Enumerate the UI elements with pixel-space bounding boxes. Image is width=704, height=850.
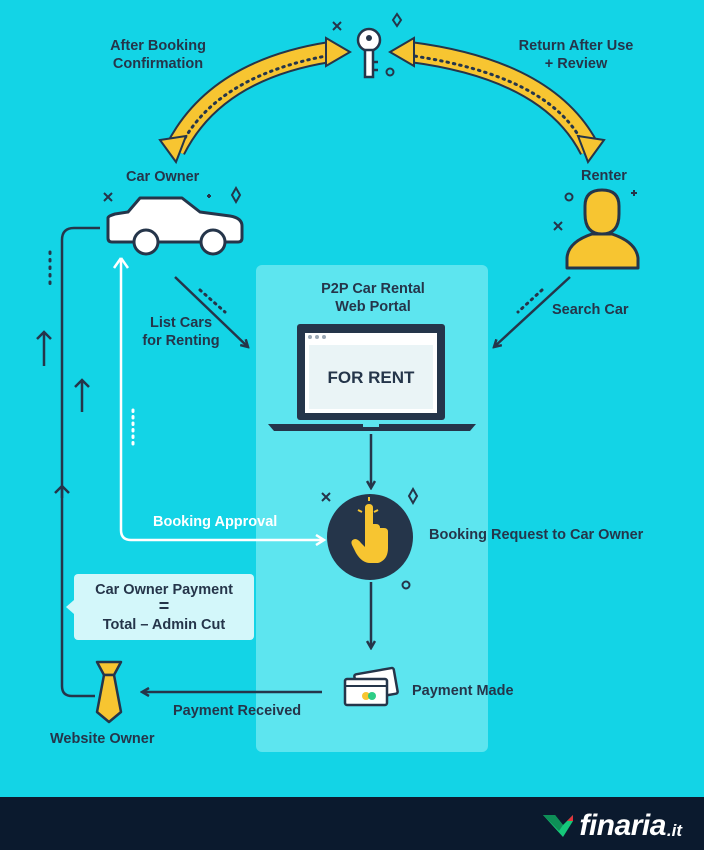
label-car-owner: Car Owner <box>126 169 200 185</box>
portal-title: P2P Car Rental Web Portal <box>321 281 425 315</box>
key-icon <box>356 27 382 79</box>
arc-after-booking <box>158 36 352 165</box>
diagram-canvas: After Booking Confirmation Return After … <box>0 0 704 797</box>
label-payment-received: Payment Received <box>173 703 302 719</box>
sparkle-icon <box>332 12 403 77</box>
tie-icon <box>95 660 123 724</box>
brand-logo[interactable]: finaria .it <box>541 809 682 842</box>
arrow-list-cars <box>174 276 248 347</box>
label-after-booking: After Booking Confirmation <box>110 38 206 72</box>
label-renter: Renter <box>581 168 627 184</box>
payment-formula-line3: Total – Admin Cut <box>102 617 226 633</box>
sparkle-icon <box>321 486 419 590</box>
payment-formula-line2: = <box>158 596 170 616</box>
hand-tap-icon <box>327 494 413 580</box>
car-icon <box>106 196 244 256</box>
label-booking-request: Booking Request to Car Owner <box>429 527 644 543</box>
label-website-owner: Website Owner <box>50 731 155 747</box>
sparkle-icon <box>553 190 637 231</box>
label-return-after-use: Return After Use + Review <box>518 38 634 72</box>
payment-box-pointer <box>66 600 74 614</box>
label-list-cars: List Cars for Renting <box>142 315 220 349</box>
label-booking-approval: Booking Approval <box>153 514 278 530</box>
sparkle-icon <box>103 185 242 205</box>
person-icon <box>565 188 640 270</box>
arc-return-after-use <box>388 36 606 165</box>
laptop-icon <box>268 324 476 431</box>
payment-formula-line1: Car Owner Payment <box>95 582 233 598</box>
arrow-search-car <box>494 276 571 347</box>
card-icon <box>343 666 399 707</box>
logo-mark-icon <box>543 815 574 837</box>
payment-formula-box: Car Owner Payment = Total – Admin Cut <box>74 574 254 640</box>
brand-name: finaria <box>579 809 666 842</box>
brand-tld: .it <box>666 820 682 840</box>
diagram-graphics <box>36 12 640 724</box>
footer-bar: finaria .it <box>0 797 704 850</box>
laptop-screen-text: FOR RENT <box>327 368 415 387</box>
arrow-booking-approval <box>112 257 324 540</box>
label-search-car: Search Car <box>552 302 629 318</box>
label-payment-made: Payment Made <box>412 683 514 699</box>
return-line <box>36 226 100 698</box>
